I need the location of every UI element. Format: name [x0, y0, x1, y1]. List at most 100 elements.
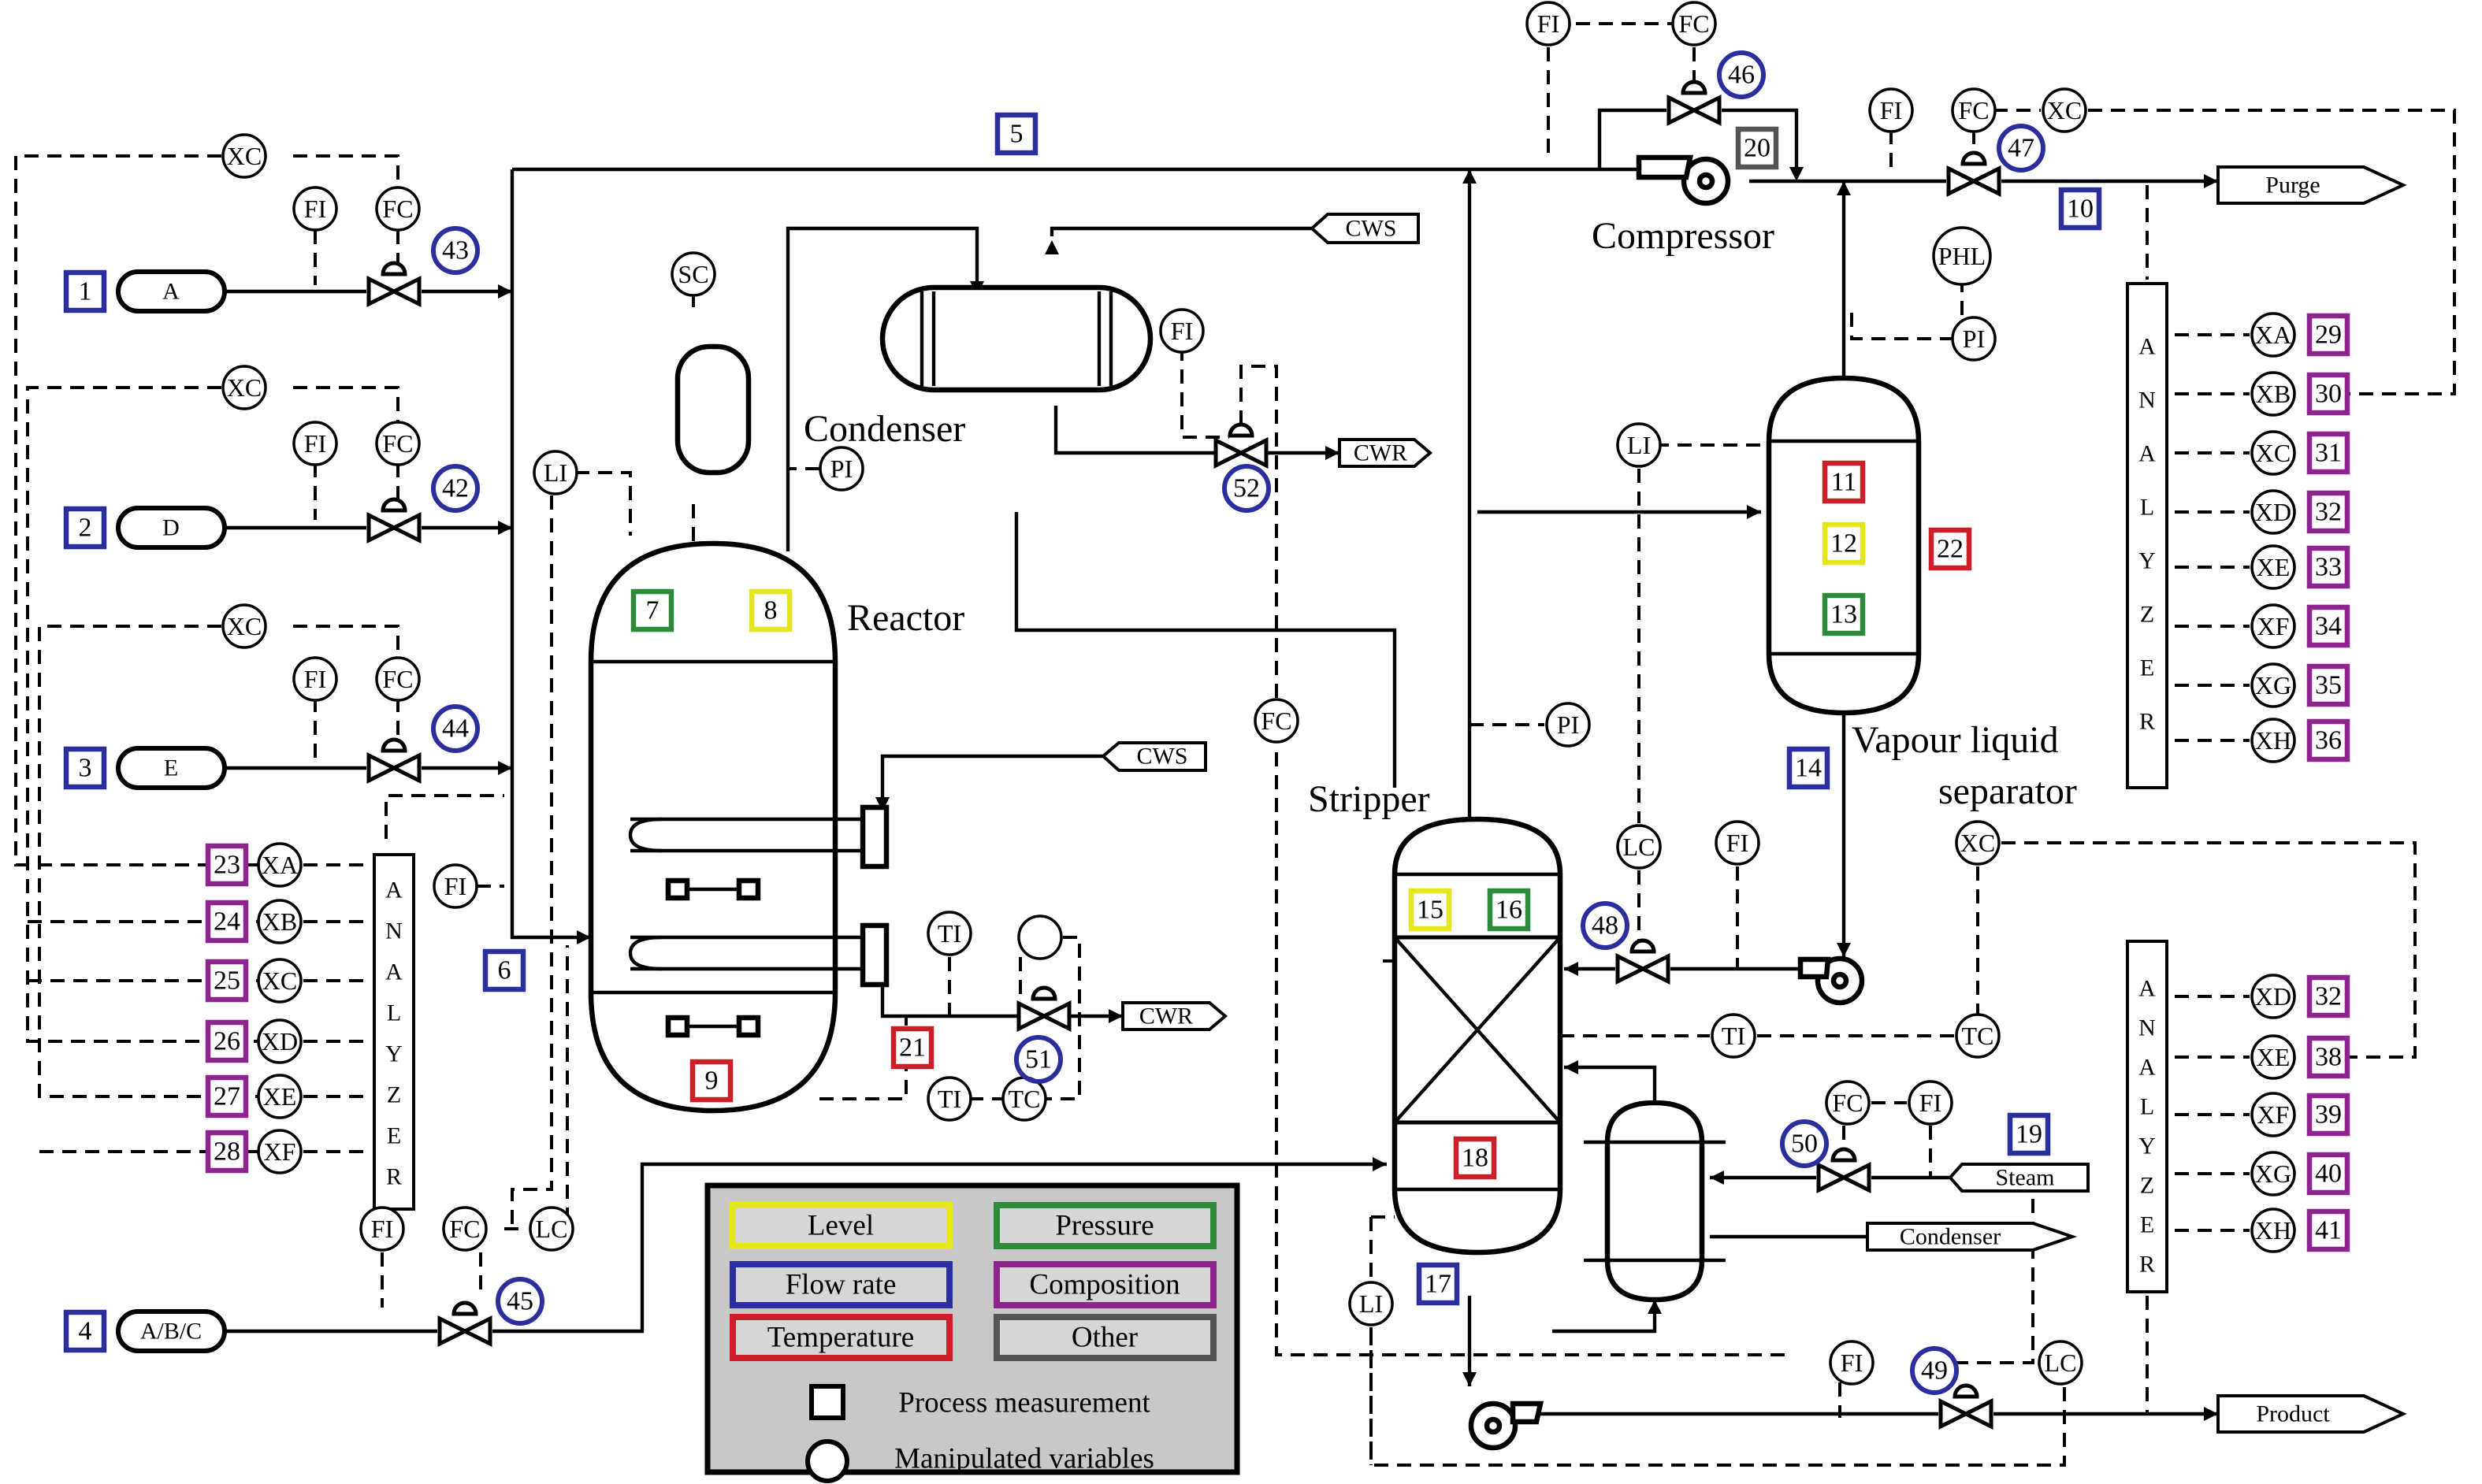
measurement-temperature-22: 22: [1928, 527, 1972, 571]
instrument-li: LI: [533, 450, 578, 495]
instrument-label: XD: [2255, 498, 2291, 526]
analyzer-letter: E: [2140, 1212, 2154, 1238]
measurement-temperature-11: 11: [1822, 460, 1866, 504]
legend-level-swatch: [730, 1202, 953, 1249]
instrument-label: XG: [2255, 671, 2291, 699]
instrument-lc: LC: [2038, 1340, 2083, 1386]
instrument-pi: PI: [1545, 702, 1591, 748]
instrument-label: TC: [1962, 1022, 1994, 1050]
measurement-composition-34: 34: [2306, 604, 2350, 648]
manipulated-variable-44: 44: [431, 704, 480, 753]
measurement-label: 1: [79, 277, 92, 306]
instrument-xe: XE: [257, 1074, 303, 1119]
mv-label: 43: [442, 236, 469, 265]
measurement-label: 33: [2315, 553, 2342, 582]
instrument-label: PI: [830, 454, 853, 483]
feed-label-abc: A/B/C: [140, 1319, 202, 1345]
instrument-label: LI: [1359, 1289, 1383, 1318]
analyzer-letter: E: [2140, 655, 2154, 681]
instrument-label: XC: [227, 142, 262, 170]
instrument-fc: FC: [442, 1206, 488, 1252]
compressor-label: Compressor: [1592, 215, 1774, 257]
measurement-pressure-7: 7: [630, 588, 674, 633]
measurement-temperature-9: 9: [689, 1059, 734, 1103]
instrument-label: FI: [1726, 829, 1748, 857]
measurement-label: 26: [214, 1027, 240, 1056]
instrument-label: TI: [938, 1085, 961, 1113]
analyzer-letter: R: [2139, 1252, 2155, 1278]
process-pipes: [225, 108, 2218, 1416]
measurement-label: 29: [2315, 321, 2342, 350]
measurement-composition-32: 32: [2306, 974, 2350, 1018]
mv-label: 52: [1233, 474, 1260, 503]
measurement-label: 32: [2315, 982, 2342, 1011]
measurement-flow-rate-1: 1: [63, 269, 107, 313]
instrument-label: LI: [544, 458, 567, 487]
instrument-fi: FI: [359, 1206, 405, 1252]
measurement-composition-41: 41: [2306, 1208, 2350, 1252]
instrument-fi: FI: [1868, 87, 1914, 133]
reboiler: [1584, 1100, 1726, 1303]
actuator-bubble: [1017, 915, 1063, 960]
instrument-fc: FC: [1825, 1080, 1871, 1126]
analyzer-letter: A: [2138, 334, 2156, 360]
instrument-fc: FC: [375, 421, 421, 466]
instrument-xc: XC: [257, 958, 303, 1004]
measurement-label: 38: [2315, 1043, 2342, 1072]
legend-temperature: Temperature: [767, 1322, 914, 1354]
instrument-li: LI: [1616, 422, 1662, 468]
measurement-label: 22: [1937, 535, 1964, 564]
measurement-label: 13: [1830, 600, 1857, 629]
analyzer-letter: N: [385, 918, 403, 944]
manipulated-variable-42: 42: [431, 464, 480, 513]
stripper-pump: [1468, 1401, 1544, 1451]
instrument-label: XD: [2255, 982, 2291, 1011]
measurement-composition-31: 31: [2306, 431, 2350, 475]
analyzer-letter: E: [387, 1123, 401, 1149]
instrument-label: FC: [449, 1215, 480, 1243]
measurement-composition-29: 29: [2306, 313, 2350, 357]
instrument-label: XC: [1960, 829, 1995, 857]
instrument-xb: XB: [257, 899, 303, 944]
instrument-label: FI: [444, 872, 466, 900]
measurement-level-8: 8: [749, 588, 793, 633]
stripper-label: Stripper: [1308, 778, 1430, 820]
legend-composition-swatch: [994, 1261, 1217, 1308]
mv-label: 50: [1791, 1130, 1818, 1159]
reactor-label: Reactor: [847, 597, 964, 639]
measurement-composition-23: 23: [205, 843, 249, 887]
instrument-xd: XD: [2250, 489, 2296, 535]
instrument-fc: FC: [1254, 698, 1299, 744]
analyzer-letter: A: [385, 877, 403, 903]
measurement-label: 41: [2315, 1216, 2342, 1245]
product-tag: Product: [2256, 1401, 2330, 1427]
cwr-tag-condenser: CWR: [1354, 440, 1407, 466]
analyzer-letter: Y: [2138, 1133, 2156, 1159]
measurement-composition-30: 30: [2306, 372, 2350, 416]
instrument-label: SC: [678, 260, 708, 288]
instrument-label: XC: [262, 966, 297, 995]
instrument-xd: XD: [2250, 974, 2296, 1019]
instrument-label: XH: [2255, 726, 2291, 755]
separator-label-1: Vapour liquid: [1852, 719, 2059, 761]
instrument-label: XF: [2257, 612, 2290, 640]
measurement-composition-25: 25: [205, 959, 249, 1003]
measurement-label: 30: [2315, 380, 2342, 409]
instrument-label: TC: [1009, 1085, 1041, 1113]
legend-other: Other: [1072, 1322, 1138, 1354]
instrument-xc: XC: [221, 603, 267, 649]
cws-tag-condenser: CWS: [1345, 216, 1396, 242]
measurement-flow-rate-14: 14: [1786, 746, 1830, 790]
measurement-label: 35: [2315, 671, 2342, 700]
instrument-xf: XF: [2250, 603, 2296, 649]
instrument-label: FI: [371, 1215, 393, 1243]
stripper: Stripper: [1308, 778, 1563, 1256]
instrument-label: PHL: [1938, 242, 1986, 270]
measurement-level-15: 15: [1408, 888, 1452, 932]
measurement-label: 5: [1010, 120, 1024, 149]
measurement-pressure-13: 13: [1822, 592, 1866, 636]
mv-label: 48: [1592, 911, 1618, 940]
measurement-label: 23: [214, 851, 240, 880]
